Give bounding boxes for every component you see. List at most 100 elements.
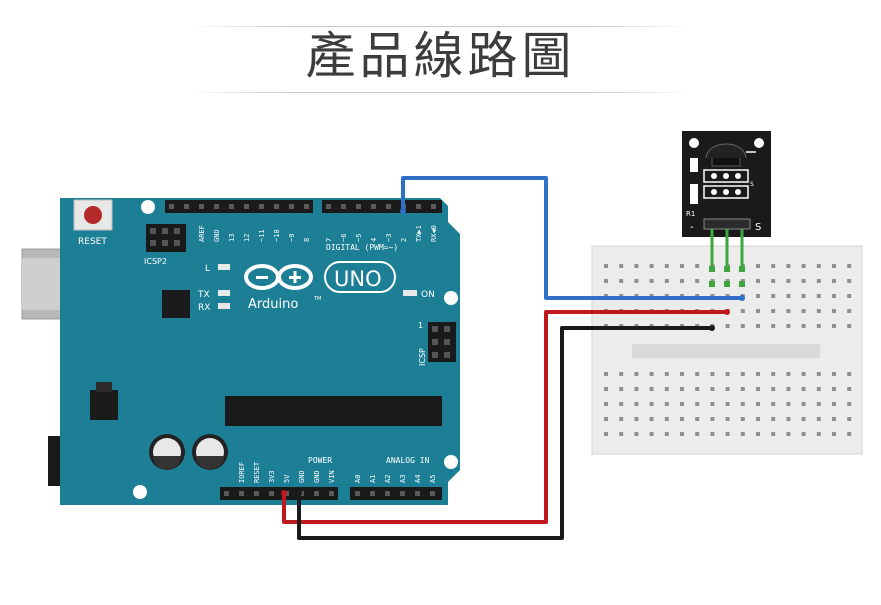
led-l: [218, 264, 230, 270]
breadboard-hole: [725, 402, 730, 406]
power-header: [220, 487, 338, 500]
module-s-small: S: [750, 181, 754, 188]
breadboard-hole: [786, 372, 791, 376]
breadboard-hole: [801, 294, 806, 298]
breadboard-hole: [619, 372, 624, 376]
breadboard-hole: [801, 387, 806, 391]
power-analog-pins: [224, 491, 435, 496]
arduino-logo: [244, 264, 313, 290]
icsp-label: ICSP: [418, 348, 427, 366]
breadboard-hole: [786, 324, 791, 328]
breadboard-hole: [619, 279, 624, 283]
breadboard-hole: [816, 324, 821, 328]
usb-chip: [162, 290, 190, 318]
s-label: S: [755, 222, 761, 233]
breadboard-hole: [847, 279, 852, 283]
module-hole: [754, 138, 764, 148]
breadboard-hole: [680, 264, 684, 268]
pin-label: IOREF: [238, 462, 246, 483]
breadboard-hole: [832, 417, 836, 421]
breadboard-hole: [786, 417, 791, 421]
breadboard-hole: [847, 309, 852, 313]
on-label: ON: [421, 290, 435, 300]
pin-label: 5V: [283, 474, 291, 483]
breadboard-hole: [801, 417, 806, 421]
breadboard-hole: [680, 417, 684, 421]
breadboard-hole: [649, 402, 654, 406]
breadboard-hole: [740, 309, 745, 313]
breadboard-hole: [832, 309, 836, 313]
pin-label: VIN: [328, 470, 336, 483]
breadboard-hole: [771, 432, 776, 436]
mounting-hole: [444, 291, 458, 305]
breadboard-hole: [756, 432, 760, 436]
mounting-hole: [133, 485, 147, 499]
pin-label: A5: [429, 475, 437, 483]
breadboard-hole: [664, 402, 669, 406]
pin-label: RX◀0: [430, 225, 438, 242]
breadboard-hole: [756, 309, 760, 313]
breadboard-hole: [801, 264, 806, 268]
signal-wire: [401, 176, 742, 300]
breadboard-hole: [649, 417, 654, 421]
pin-label: GND: [313, 470, 321, 483]
breadboard-hole: [664, 372, 669, 376]
breadboard-hole: [634, 264, 639, 268]
title-top-rule: [190, 26, 690, 27]
breadboard-hole: [786, 432, 791, 436]
pin-label: A0: [354, 475, 362, 483]
breadboard-hole: [756, 324, 760, 328]
led-tx: [218, 290, 230, 296]
leg-contacts: [709, 266, 745, 287]
breadboard-hole: [756, 264, 760, 268]
breadboard-hole: [604, 264, 608, 268]
breadboard-hole: [649, 264, 654, 268]
breadboard-hole: [619, 402, 624, 406]
voltage-regulator-tab: [96, 382, 112, 392]
breadboard-hole: [771, 417, 776, 421]
led-rx: [218, 303, 230, 309]
breadboard-hole: [740, 432, 745, 436]
breadboard-center-channel: [632, 344, 820, 358]
pin-label: A3: [399, 475, 407, 483]
mounting-hole: [141, 200, 155, 214]
digital-header-left: [165, 200, 313, 213]
arduino-wordmark: Arduino: [248, 297, 298, 312]
resistor-r1: [690, 184, 698, 204]
breadboard-hole: [680, 279, 684, 283]
breadboard-hole: [832, 279, 836, 283]
reset-button-cap: [84, 206, 102, 224]
breadboard-hole: [634, 279, 639, 283]
breadboard-hole: [801, 309, 806, 313]
pin-label: RESET: [253, 461, 261, 483]
pin-label: ~10: [273, 229, 281, 242]
breadboard-hole: [695, 432, 700, 436]
wire-endpoints: [281, 208, 745, 496]
breadboard-hole: [710, 417, 715, 421]
pin-label: A1: [369, 475, 377, 483]
breadboard-hole: [664, 264, 669, 268]
breadboard-hole: [740, 402, 745, 406]
breadboard-hole: [801, 372, 806, 376]
module-pin-header: [703, 218, 751, 230]
breadboard-hole: [832, 372, 836, 376]
breadboard-hole: [604, 387, 608, 391]
pin-label: 12: [243, 234, 251, 242]
breadboard-hole: [619, 417, 624, 421]
breadboard-hole: [832, 264, 836, 268]
pin-label: TX▶1: [415, 225, 423, 242]
breadboard-hole: [664, 387, 669, 391]
pin-label: 2: [400, 238, 408, 242]
breadboard-hole: [756, 387, 760, 391]
breadboard-hole: [816, 432, 821, 436]
breadboard-hole: [695, 372, 700, 376]
r1-label: R1: [686, 210, 695, 218]
breadboard-hole: [756, 417, 760, 421]
breadboard-hole: [725, 372, 730, 376]
pin-label: ~9: [288, 234, 296, 242]
breadboard-hole: [786, 402, 791, 406]
breadboard-hole: [832, 402, 836, 406]
